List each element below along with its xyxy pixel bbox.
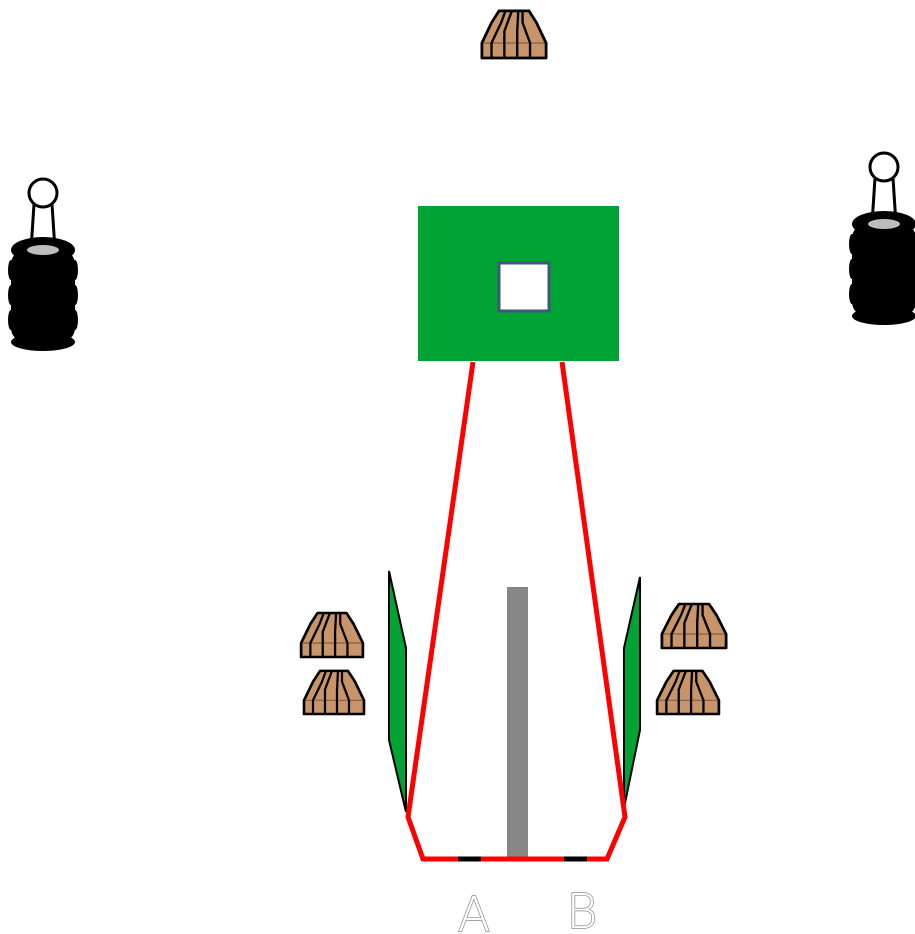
wood-stack-icon: [480, 9, 548, 60]
wood-stack-icon: [302, 669, 366, 716]
left-side-panel: [388, 570, 407, 813]
tire-stack-icon: [6, 177, 80, 353]
right-side-panel: [623, 576, 641, 809]
wood-stack-icon: [299, 611, 365, 659]
wood-stack-icon: [655, 669, 721, 716]
target-board: [418, 206, 619, 361]
tire-stack-icon: [847, 151, 915, 327]
target-window: [497, 261, 551, 313]
center-post: [507, 587, 528, 859]
wood-stack-icon: [660, 602, 728, 650]
course-path: [405, 361, 628, 862]
gate-b-label: B: [566, 884, 597, 934]
gate-a-label: A: [458, 887, 491, 934]
